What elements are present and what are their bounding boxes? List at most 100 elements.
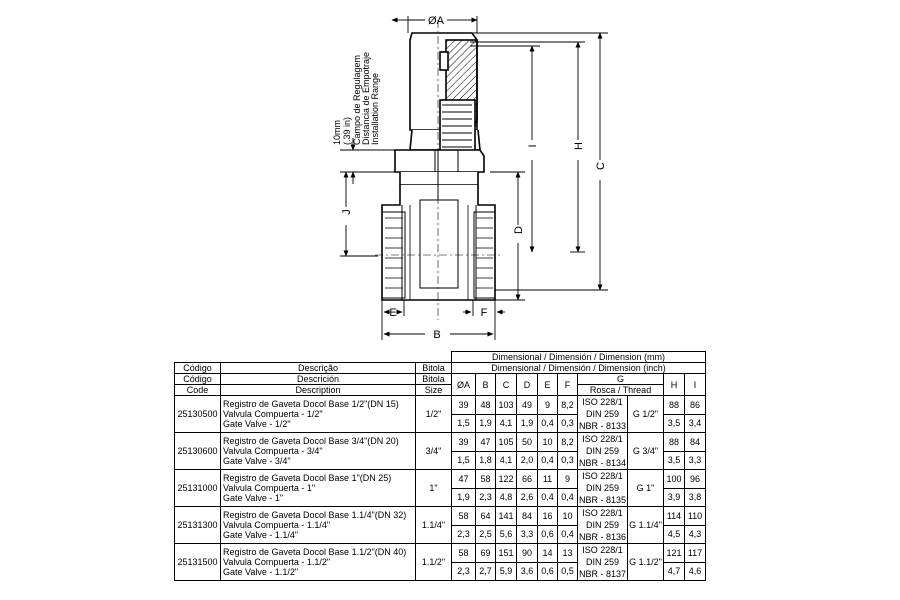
- row-inch-i: 3,8: [684, 487, 707, 507]
- row-mm-e: 16: [537, 506, 558, 526]
- row-size: 3/4": [415, 432, 452, 470]
- row-inch-f: 0,4: [557, 487, 578, 507]
- row-mm-h: 88: [663, 395, 686, 415]
- row-mm-d: 49: [516, 395, 538, 415]
- row-g-std-nbr: NBR - 8133: [579, 421, 627, 431]
- row-g-thread: G 1": [627, 469, 665, 507]
- row-inch-a: 2,3: [451, 561, 476, 581]
- row-inch-f: 0,3: [557, 450, 578, 470]
- row-desc-en: Gate Valve - 3/4": [223, 456, 291, 466]
- row-inch-d: 3,6: [516, 561, 538, 581]
- row-g-std-iso: ISO 228/1: [582, 471, 623, 481]
- dim-label-e: E: [389, 307, 396, 319]
- header-row-mm: Dimensional / Dimensión / Dimension (mm): [175, 351, 707, 363]
- row-g-std-iso: ISO 228/1: [582, 545, 623, 555]
- row-desc-es: Valvula Compuerta - 3/4": [223, 446, 323, 456]
- row-inch-h: 3,5: [663, 413, 686, 433]
- row-inch-a: 1,5: [451, 413, 476, 433]
- row-inch-d: 2,0: [516, 450, 538, 470]
- row-g-std-nbr: NBR - 8134: [579, 458, 627, 468]
- row-g-std-nbr: NBR - 8137: [579, 569, 627, 579]
- row-inch-i: 3,4: [684, 413, 707, 433]
- row-g-std-din: DIN 259: [586, 409, 620, 419]
- header-codigo-2: Código: [174, 373, 221, 385]
- row-description: Registro de Gaveta Docol Base 3/4"(DN 20…: [220, 432, 416, 470]
- row-desc-es: Valvula Compuerta - 1.1/4": [223, 520, 331, 530]
- row-mm-c: 105: [495, 432, 517, 452]
- dim-label-f: F: [481, 307, 488, 319]
- row-g-std-din: DIN 259: [586, 520, 620, 530]
- row-description: Registro de Gaveta Docol Base 1.1/2"(DN …: [220, 543, 416, 581]
- row-inch-c: 4,8: [495, 487, 517, 507]
- row-inch-c: 4,1: [495, 450, 517, 470]
- header-rosca: Rosca / Thread: [576, 384, 665, 396]
- row-inch-a: 2,3: [451, 524, 476, 544]
- row-mm-b: 48: [475, 395, 496, 415]
- row-mm-f: 8,2: [557, 432, 578, 452]
- row-desc-en: Gate Valve - 1.1/4": [223, 530, 299, 540]
- row-mm-b: 58: [475, 469, 496, 489]
- row-desc-en: Gate Valve - 1/2": [223, 419, 291, 429]
- header-bitola-3: Size: [415, 384, 452, 396]
- dim-label-i: I: [527, 144, 539, 147]
- row-mm-e: 14: [537, 543, 558, 563]
- dim-label-h: H: [573, 142, 585, 150]
- row-mm-f: 13: [557, 543, 578, 563]
- row-inch-b: 2,7: [475, 561, 496, 581]
- header-col-e: E: [537, 373, 558, 396]
- row-mm-d: 50: [516, 432, 538, 452]
- row-mm-i: 110: [684, 506, 707, 526]
- row-mm-h: 114: [663, 506, 686, 526]
- row-mm-e: 10: [537, 432, 558, 452]
- range-inch-label: (.39 in): [342, 117, 352, 145]
- row-size: 1": [415, 469, 452, 507]
- range-caption-2: Distancia de Empotraje: [361, 52, 371, 145]
- header-col-c: C: [495, 373, 517, 396]
- row-mm-d: 90: [516, 543, 538, 563]
- row-inch-d: 3,3: [516, 524, 538, 544]
- row-size: 1.1/2": [415, 543, 452, 581]
- range-value-label: 10mm: [332, 120, 342, 145]
- row-size: 1/2": [415, 395, 452, 433]
- row-code: 25131000: [174, 469, 221, 507]
- dim-label-b: B: [433, 329, 440, 341]
- row-mm-a: 39: [451, 432, 476, 452]
- row-mm-b: 64: [475, 506, 496, 526]
- row-mm-f: 8,2: [557, 395, 578, 415]
- dim-label-a: ØA: [428, 15, 445, 27]
- row-mm-a: 58: [451, 543, 476, 563]
- row-mm-f: 10: [557, 506, 578, 526]
- range-caption-3: Installation Range: [370, 73, 380, 145]
- row-mm-h: 88: [663, 432, 686, 452]
- row-inch-b: 1,9: [475, 413, 496, 433]
- row-inch-b: 2,5: [475, 524, 496, 544]
- row-g-thread: G 1.1/2": [627, 543, 665, 581]
- header-descricao-3: Description: [220, 384, 416, 396]
- row-code: 25130600: [174, 432, 221, 470]
- row-inch-d: 1,9: [516, 413, 538, 433]
- row-inch-e: 0,4: [537, 413, 558, 433]
- header-col-h: H: [663, 373, 686, 396]
- row-mm-a: 39: [451, 395, 476, 415]
- header-row-cols: Código Descrición Bitola ØA B C D E F G …: [174, 373, 707, 396]
- row-inch-f: 0,4: [557, 524, 578, 544]
- header-col-g: G: [576, 373, 665, 385]
- row-mm-c: 141: [495, 506, 517, 526]
- row-g-std-nbr: NBR - 8136: [579, 532, 627, 542]
- row-inch-i: 3,3: [684, 450, 707, 470]
- header-descricao-1: Descrição: [220, 362, 416, 374]
- row-mm-e: 11: [537, 469, 558, 489]
- row-mm-c: 122: [495, 469, 517, 489]
- header-descricao-2: Descrición: [220, 373, 416, 385]
- row-desc-pt: Registro de Gaveta Docol Base 1.1/2"(DN …: [223, 547, 407, 557]
- row-desc-en: Gate Valve - 1.1/2": [223, 567, 299, 577]
